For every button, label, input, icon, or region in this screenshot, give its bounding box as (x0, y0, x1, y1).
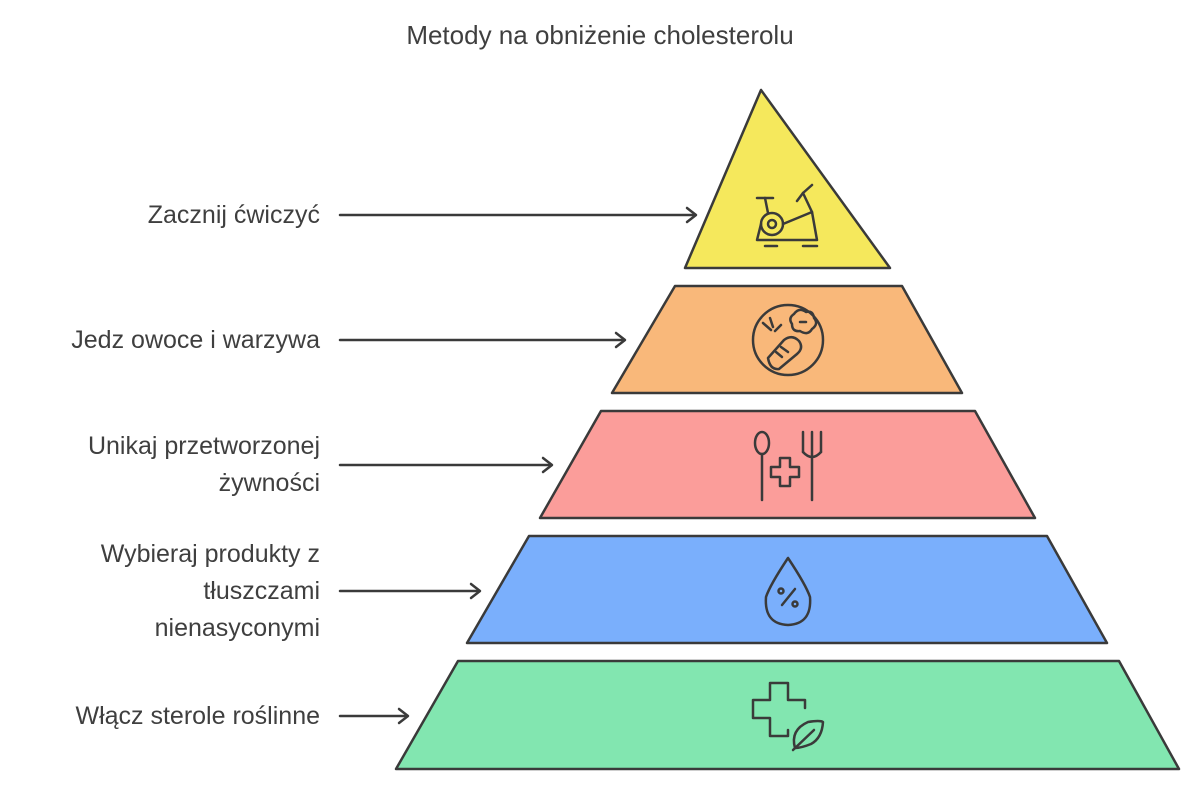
pyramid-level-5 (394, 659, 1181, 771)
pyramid-level-1 (683, 88, 892, 270)
health-cross-leaf-icon (751, 681, 825, 752)
label-level-4: Wybieraj produkty z tłuszczami nienasyco… (0, 536, 320, 647)
pyramid-level-4 (465, 534, 1109, 645)
spoon-fork-health-icon (753, 430, 823, 502)
arrow-level-1 (338, 206, 698, 224)
label-level-1-line-1: Zacznij ćwiczyć (147, 201, 320, 229)
label-level-5-line-1: Włącz sterole roślinne (75, 702, 320, 730)
label-level-4-line-2: tłuszczami (203, 577, 320, 605)
pyramid-level-3 (538, 409, 1037, 520)
arrow-level-2 (338, 331, 627, 349)
drop-percent-icon (764, 556, 812, 627)
diagram-title: Metody na obniżenie cholesterolu (406, 20, 794, 50)
label-level-3: Unikaj przetworzonej żywności (0, 428, 320, 502)
label-level-4-line-3: nienasyconymi (154, 614, 320, 642)
arrow-level-4 (338, 582, 482, 600)
label-level-2-line-1: Jedz owoce i warzywa (71, 326, 320, 354)
arrow-level-5 (338, 707, 410, 725)
label-level-3-line-1: Unikaj przetworzonej (87, 432, 320, 460)
exercise-bike-icon (755, 183, 819, 248)
fruits-vegetables-icon (751, 303, 825, 377)
label-level-1: Zacznij ćwiczyć (0, 197, 320, 234)
label-level-4-line-1: Wybieraj produkty z (100, 540, 320, 568)
label-level-2: Jedz owoce i warzywa (0, 322, 320, 359)
arrow-level-3 (338, 456, 554, 474)
label-level-3-line-2: żywności (218, 469, 320, 497)
label-level-5: Włącz sterole roślinne (0, 698, 320, 735)
